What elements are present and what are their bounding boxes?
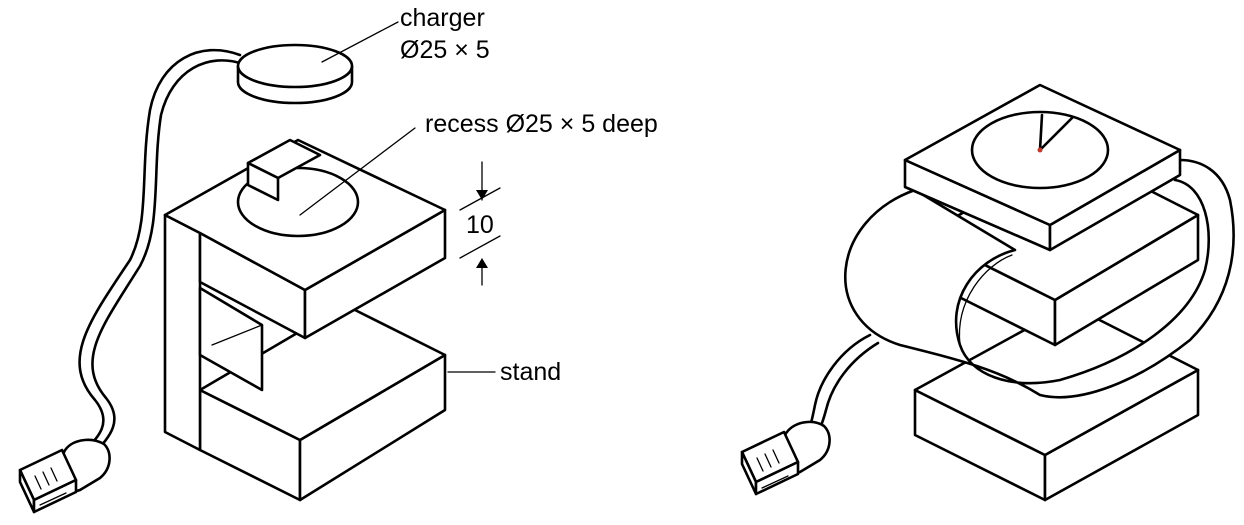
usb-plug-left [18, 438, 111, 514]
charger-puck [236, 43, 354, 105]
dimension-10 [459, 161, 501, 286]
leader-charger [321, 21, 399, 63]
dimension-label: 10 [466, 211, 494, 239]
charger-cable [78, 48, 245, 458]
usb-plug-right [740, 420, 831, 496]
leader-recess [299, 127, 416, 216]
stand-label: stand [500, 358, 561, 386]
charger-name-label: charger [400, 4, 485, 32]
stand [163, 138, 447, 502]
recess-label: recess Ø25 × 5 deep [425, 110, 658, 138]
watch-on-stand [843, 83, 1235, 502]
charger-size-label: Ø25 × 5 [400, 36, 490, 64]
